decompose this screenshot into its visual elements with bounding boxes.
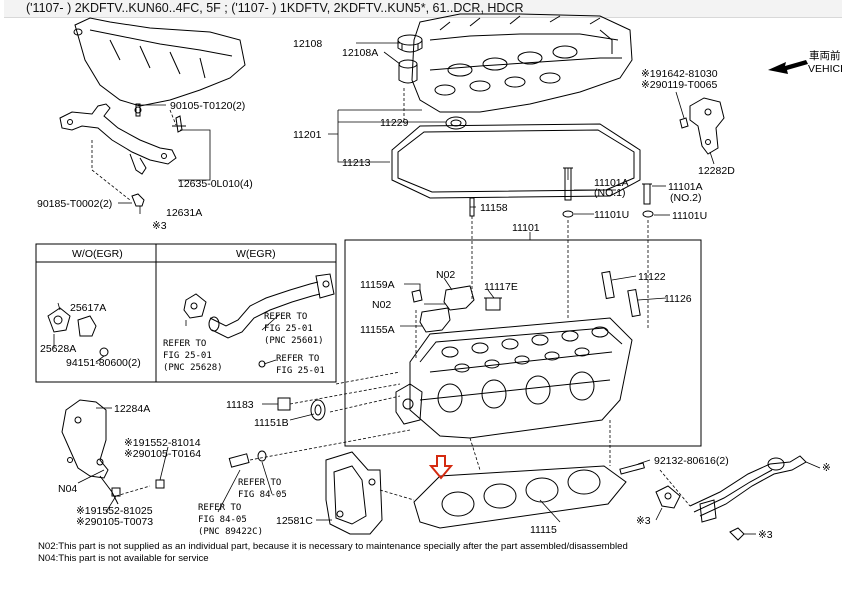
label-11183[interactable]: 11183 [226,399,254,411]
label-N02-b[interactable]: N02 [372,299,391,311]
label-11117E[interactable]: 11117E [484,281,518,293]
label-90185[interactable]: 90185-T0002(2) [37,198,112,210]
label-290105-b[interactable]: ※290105-T0073 [76,516,153,528]
camshaft-bearing-caps [411,285,475,333]
label-191552-a[interactable]: ※191552-81014 [124,437,201,449]
cylinder-head-cover [411,13,633,113]
plug-seal [445,116,467,130]
label-11159A[interactable]: 11159A [360,279,395,291]
inset-title-w-egr: W(EGR) [236,248,276,260]
leader-lines [53,42,821,535]
vehicle-front-arrow [768,60,808,74]
label-11115[interactable]: 11115 [530,524,557,536]
valve-guide-bushings [601,270,641,318]
head-cover-left-partial [73,17,246,107]
label-290105-a[interactable]: ※290105-T0164 [124,448,201,460]
label-12635[interactable]: 12635-0L010(4) [178,178,253,190]
ref-25601-2[interactable]: FIG 25-01 [264,324,313,334]
label-N02-a[interactable]: N02 [436,269,455,281]
stud-bolt [619,462,645,475]
label-11158[interactable]: 11158 [480,202,508,214]
label-mark3-b: ※3 [636,515,651,527]
label-11126[interactable]: 11126 [664,293,692,305]
label-11229[interactable]: 11229 [380,117,409,129]
label-25628A[interactable]: 25628A [40,343,76,355]
label-12108[interactable]: 12108 [293,38,322,50]
label-11155A[interactable]: 11155A [360,324,395,336]
ref-25628-1[interactable]: REFER TO [163,339,206,349]
label-290119[interactable]: ※290119-T0065 [641,79,717,91]
ref-84-05-a2[interactable]: FIG 84-05 [238,490,287,500]
ref-25601-1[interactable]: REFER TO [264,312,307,322]
label-11101[interactable]: 11101 [512,222,540,234]
label-11122[interactable]: 11122 [638,271,666,283]
label-mark-d: ※ [822,462,831,474]
part-labels: 12108 12108A 11201 11229 11213 90105-T01… [37,38,842,541]
label-11101A-1[interactable]: 11101A [594,177,629,189]
note-n04: N04:This part is not available for servi… [38,553,209,564]
ref-84-05-pnc: (PNC 89422C) [198,527,263,537]
label-N04[interactable]: N04 [58,483,77,495]
label-25617A[interactable]: 25617A [70,302,106,314]
catalog-title: ('1107- ) 2KDFTV..KUN60..4FC, 5F ; ('110… [26,1,524,15]
label-11101A-2[interactable]: 11101A [668,181,703,193]
cylinder-head-gasket [413,465,627,529]
egr-pipe [655,455,807,541]
label-12284A[interactable]: 12284A [114,403,150,415]
vehicle-front-jp: 車両前 [809,49,841,62]
seal-cap [484,297,502,311]
ref-84-05-a1[interactable]: REFER TO [238,478,281,488]
label-92132[interactable]: 92132-80616(2) [654,455,729,467]
ref-84-05-b2[interactable]: FIG 84-05 [198,515,247,525]
vehicle-front-en: VEHICL [808,63,842,75]
label-mark3-c: ※3 [758,529,773,541]
egr-variant-inset [35,243,337,383]
label-11201[interactable]: 11201 [293,129,322,141]
label-11101U-2[interactable]: 11101U [672,210,707,222]
label-94151[interactable]: 94151-80600(2) [66,357,141,369]
label-no2: (NO.2) [670,192,702,204]
label-12282D[interactable]: 12282D [698,165,735,177]
inset-title-wo-egr: W/O(EGR) [72,248,123,260]
cylinder-head-box [344,239,702,447]
label-11213[interactable]: 11213 [342,157,371,169]
label-12631A[interactable]: 12631A [166,207,202,219]
timing-cover [325,451,383,535]
ref-25628-pnc: (PNC 25628) [163,363,223,373]
note-n02: N02:This part is not supplied as an indi… [38,541,628,552]
ref-25-01-1[interactable]: REFER TO [276,354,319,364]
label-191552-b[interactable]: ※191552-81025 [76,505,153,517]
wire-bracket [59,103,186,207]
cylinder-head [395,317,633,439]
label-90105[interactable]: 90105-T0120(2) [170,100,245,112]
oil-filler-cap [397,34,423,84]
title-bar: ('1107- ) 2KDFTV..KUN60..4FC, 5F ; ('110… [4,0,842,18]
ref-25-01-2[interactable]: FIG 25-01 [276,366,325,376]
footnotes: N02:This part is not supplied as an indi… [38,541,628,565]
label-12581C[interactable]: 12581C [276,515,313,527]
label-11101U-1[interactable]: 11101U [594,209,629,221]
label-no1: (NO.1) [594,187,626,199]
ref-25628-2[interactable]: FIG 25-01 [163,351,212,361]
label-11151B[interactable]: 11151B [254,417,289,429]
label-12108A[interactable]: 12108A [342,47,378,59]
egr-cooler-bracket [61,399,165,505]
dashed-guides [91,88,691,507]
engine-hanger-bracket [679,97,725,155]
inset-parts-drawing [47,273,335,368]
highlight-arrow [428,455,454,480]
label-191642[interactable]: ※191642-81030 [641,68,718,80]
head-cover-gasket [391,123,641,199]
ref-84-05-b1[interactable]: REFER TO [198,503,241,513]
label-mark3-a: ※3 [152,220,167,232]
temperature-sensor [228,450,267,468]
ref-25601-pnc: (PNC 25601) [264,336,324,346]
